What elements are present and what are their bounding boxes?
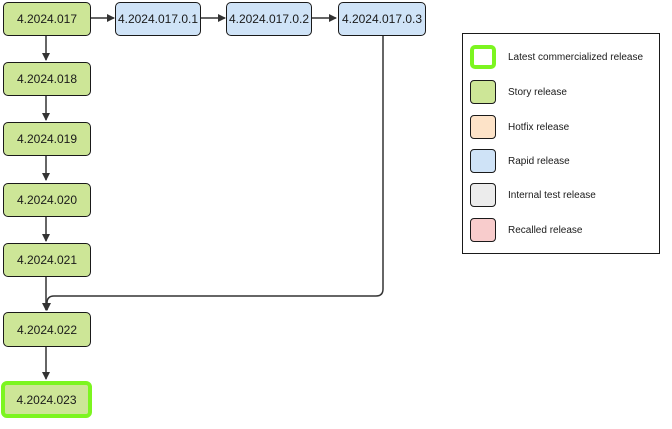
node-label: 4.2024.017.0.2 — [228, 12, 310, 26]
legend-label: Rapid release — [508, 155, 570, 167]
legend-item-latest: Latest commercialized release — [470, 44, 643, 70]
legend-item-rapid: Rapid release — [470, 148, 570, 174]
node-4-2024-017-0-2[interactable]: 4.2024.017.0.2 — [226, 2, 312, 36]
legend-swatch-internal-test — [470, 183, 496, 207]
node-label: 4.2024.018 — [16, 72, 78, 86]
node-label: 4.2024.019 — [16, 132, 78, 146]
node-label: 4.2024.017 — [16, 12, 78, 26]
legend-swatch-recalled — [470, 218, 496, 242]
node-label: 4.2024.022 — [16, 322, 78, 337]
legend-label: Latest commercialized release — [508, 51, 644, 63]
node-4-2024-017-0-3[interactable]: 4.2024.017.0.3 — [338, 2, 426, 36]
legend-label: Hotfix release — [508, 121, 570, 133]
legend-swatch-story — [470, 80, 496, 104]
node-4-2024-023[interactable]: 4.2024.023 — [1, 381, 92, 418]
legend-swatch-hotfix — [470, 115, 496, 139]
node-4-2024-022[interactable]: 4.2024.022 — [3, 312, 91, 347]
legend-swatch-rapid — [470, 149, 496, 173]
node-label: 4.2024.020 — [16, 193, 78, 207]
legend-item-recalled: Recalled release — [470, 217, 583, 243]
node-label: 4.2024.021 — [16, 253, 78, 267]
node-4-2024-018[interactable]: 4.2024.018 — [3, 62, 91, 96]
legend-item-hotfix: Hotfix release — [470, 114, 569, 140]
legend-label: Story release — [508, 86, 567, 98]
node-4-2024-019[interactable]: 4.2024.019 — [3, 122, 91, 156]
legend-swatch-latest — [470, 45, 496, 69]
legend-item-internal-test: Internal test release — [470, 182, 596, 208]
legend-panel: Latest commercialized release Story rele… — [462, 33, 660, 254]
edge-0173-to-022 — [43, 36, 384, 311]
node-4-2024-017[interactable]: 4.2024.017 — [3, 2, 91, 36]
legend-item-story: Story release — [470, 79, 567, 105]
node-4-2024-021[interactable]: 4.2024.021 — [3, 243, 91, 277]
node-4-2024-020[interactable]: 4.2024.020 — [3, 183, 91, 217]
node-4-2024-017-0-1[interactable]: 4.2024.017.0.1 — [115, 2, 201, 36]
node-label: 4.2024.017.0.1 — [117, 12, 199, 26]
legend-label: Recalled release — [508, 224, 583, 236]
node-label: 4.2024.017.0.3 — [341, 12, 423, 26]
legend-label: Internal test release — [508, 189, 596, 201]
node-label: 4.2024.023 — [16, 392, 77, 407]
